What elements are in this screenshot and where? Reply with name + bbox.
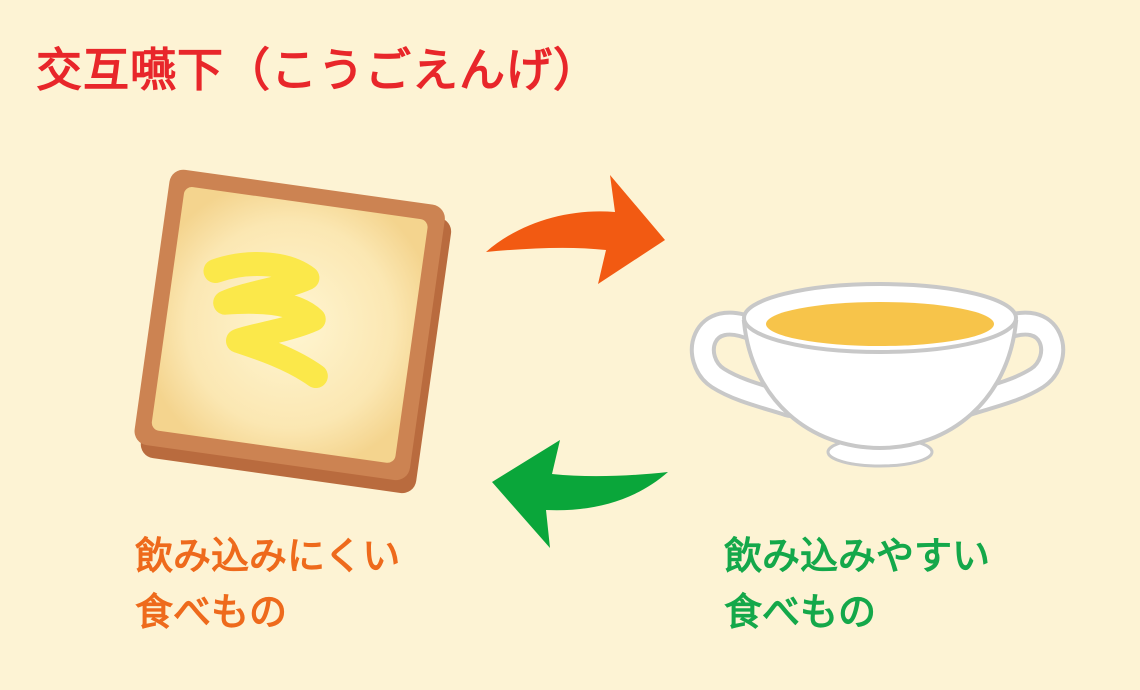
hard-label-line2: 食べもの [135, 590, 288, 634]
soup-surface [766, 302, 994, 346]
hard-label-line1: 飲み込みにくい [135, 534, 401, 578]
buttered-toast-icon [134, 169, 452, 494]
easy-to-swallow-label: 飲み込みやすい 食べもの [724, 528, 990, 640]
easy-label-line2: 食べもの [724, 590, 877, 634]
butter-icon [203, 252, 328, 389]
soup-cup-icon [689, 282, 1066, 468]
easy-label-line1: 飲み込みやすい [724, 534, 991, 578]
page-title: 交互嚥下（こうごえんげ） [36, 43, 600, 97]
curved-arrow-left-icon [492, 440, 668, 548]
hard-to-swallow-label: 飲み込みにくい 食べもの [135, 528, 400, 640]
curved-arrow-right-icon [486, 175, 665, 284]
